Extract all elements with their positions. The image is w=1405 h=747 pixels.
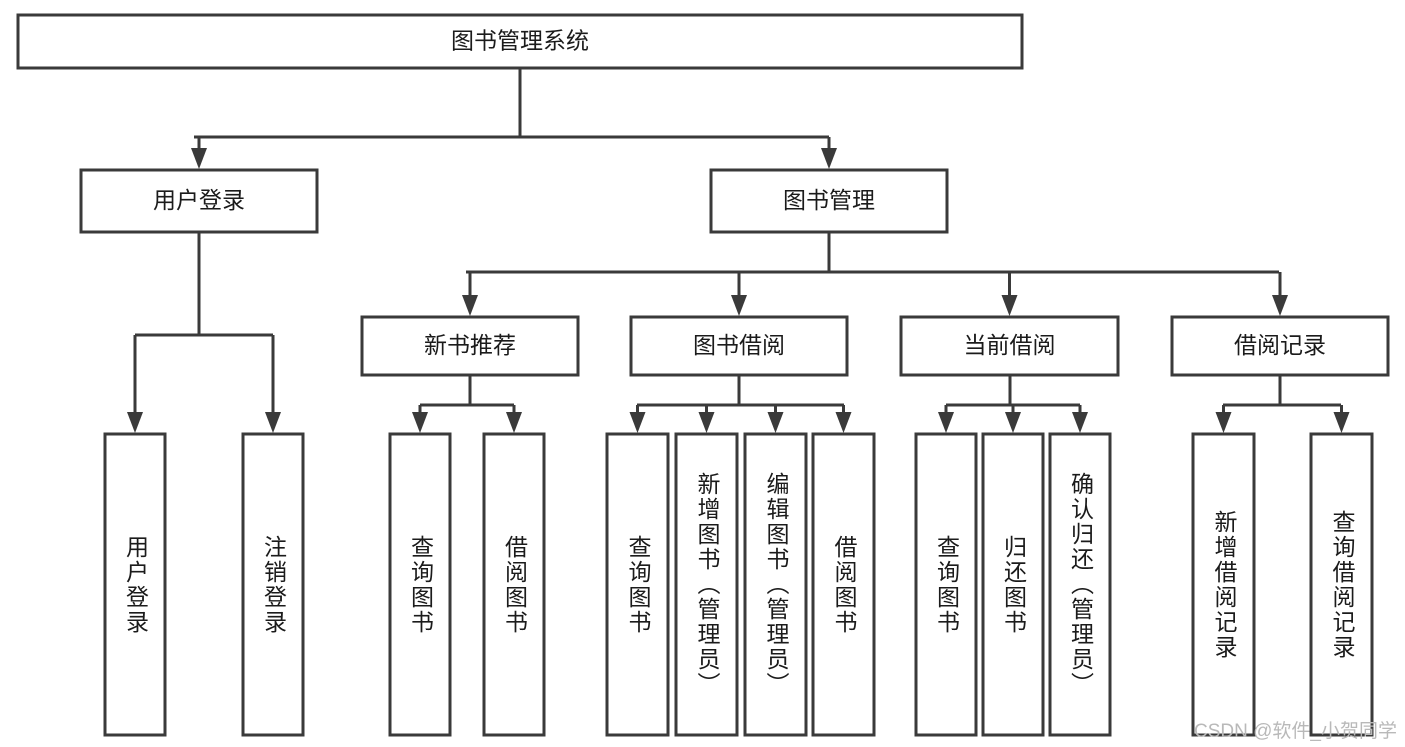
node-box-leaf-add-record[interactable] (1191, 432, 1256, 737)
node-label-borrow-record: 借阅记录 (1234, 332, 1326, 358)
node-box-book-manage[interactable] (709, 168, 949, 234)
csdn-watermark: CSDN @软件_小贺同学 (1194, 721, 1397, 742)
connector-layer (127, 68, 1350, 433)
edge-book_manage-to-borrow_record (1272, 272, 1288, 316)
node-box-leaf-logout[interactable] (241, 432, 305, 737)
node-label-current-borrow: 当前借阅 (964, 332, 1056, 358)
node-box-book-borrow[interactable] (629, 315, 849, 377)
connector-root-bus (194, 68, 829, 139)
node-box-leaf-edit-book[interactable] (743, 432, 808, 737)
edge-root-to-book_manage (821, 137, 837, 169)
edge-current_borrow-to-leaf_confirm_return (1072, 405, 1088, 433)
node-box-leaf-borrow-book-2[interactable] (811, 432, 876, 737)
node-box-user-login[interactable] (79, 168, 319, 234)
connector-book-borrow-bus (637, 375, 844, 407)
connector-current-borrow-bus (946, 375, 1080, 407)
node-box-root[interactable] (16, 13, 1024, 70)
edge-borrow_record-to-leaf_add_record (1215, 405, 1232, 433)
edge-new_book_rec-to-leaf_borrow_book_1 (506, 405, 522, 433)
connector-user-login-bus (135, 232, 273, 337)
edge-book_manage-to-current_borrow (1001, 272, 1018, 316)
node-box-leaf-query-book-1[interactable] (388, 432, 452, 737)
edge-book_borrow-to-leaf_query_book_2 (629, 405, 646, 433)
edge-user_login-to-leaf_logout (265, 335, 281, 433)
node-box-leaf-query-book-2[interactable] (605, 432, 670, 737)
edge-new_book_rec-to-leaf_query_book_1 (412, 405, 428, 433)
node-label-user-login: 用户登录 (153, 187, 245, 213)
node-box-new-book-rec[interactable] (360, 315, 580, 377)
node-label-new-book-rec: 新书推荐 (424, 332, 516, 358)
edge-book_manage-to-book_borrow (731, 272, 747, 316)
node-box-borrow-record[interactable] (1170, 315, 1390, 377)
node-box-leaf-user-login[interactable] (103, 432, 167, 737)
node-label-book-manage: 图书管理 (783, 187, 875, 213)
node-label-root: 图书管理系统 (451, 28, 589, 54)
edge-user_login-to-leaf_user_login (127, 335, 143, 433)
edge-book_borrow-to-leaf_borrow_book_2 (835, 405, 852, 433)
node-label-book-borrow: 图书借阅 (693, 332, 785, 358)
node-box-leaf-return-book[interactable] (981, 432, 1045, 737)
connector-borrow-record-bus (1223, 375, 1341, 407)
edge-book_manage-to-new_book_rec (462, 272, 478, 316)
edge-book_borrow-to-leaf_edit_book (767, 405, 784, 433)
edge-current_borrow-to-leaf_return_book (1005, 405, 1021, 433)
node-box-leaf-query-book-3[interactable] (914, 432, 978, 737)
node-box-leaf-borrow-book-1[interactable] (482, 432, 546, 737)
node-box-leaf-add-book[interactable] (674, 432, 739, 737)
edge-current_borrow-to-leaf_query_book_3 (938, 405, 954, 433)
connector-book-manage-bus (466, 232, 1279, 274)
node-box-current-borrow[interactable] (899, 315, 1120, 377)
edge-borrow_record-to-leaf_query_record (1333, 405, 1350, 433)
connector-new-book-bus (420, 375, 514, 407)
box-layer (16, 13, 1390, 737)
edge-book_borrow-to-leaf_add_book (698, 405, 715, 433)
edge-root-to-user_login (191, 137, 207, 169)
node-box-leaf-query-record[interactable] (1309, 432, 1374, 737)
node-box-leaf-confirm-return[interactable] (1048, 432, 1112, 737)
